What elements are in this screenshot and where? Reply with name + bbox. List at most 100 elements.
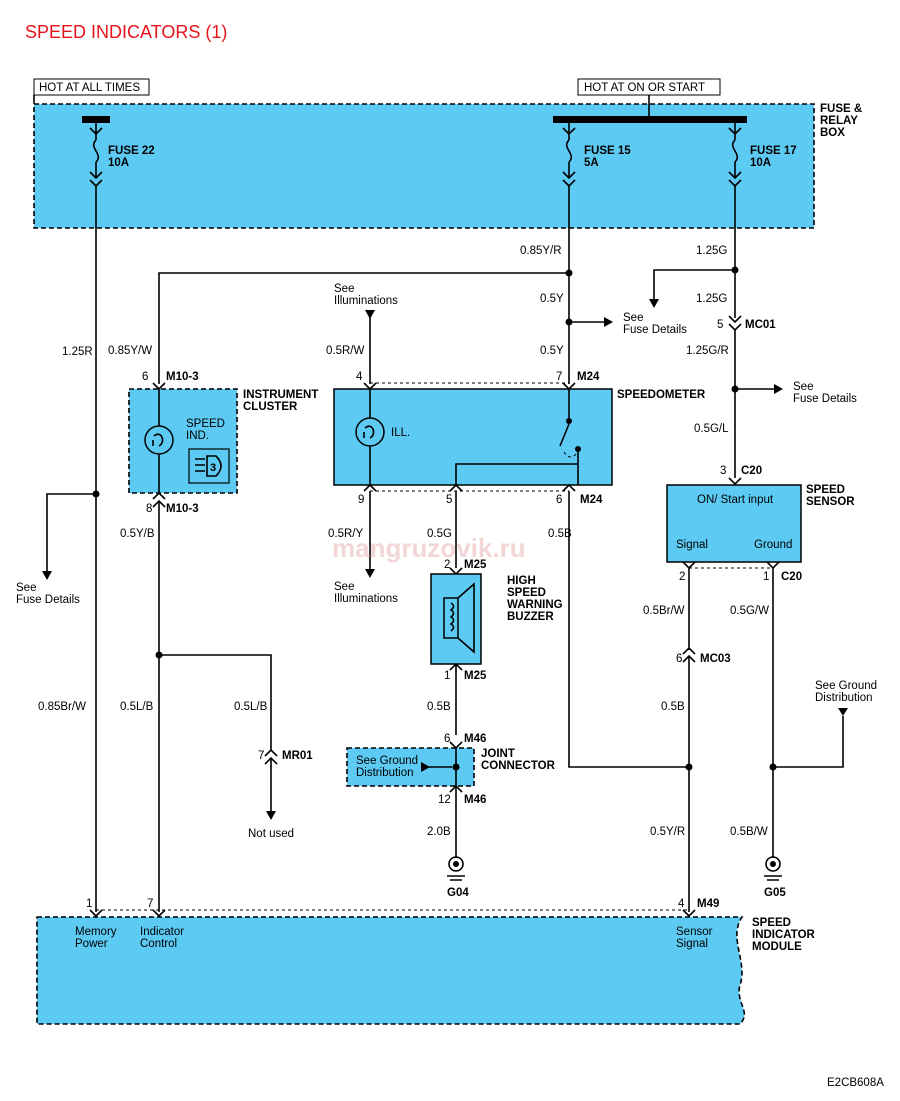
fuse-details-left-2: Fuse Details [16,594,80,606]
connector-c20-bot: C20 [781,571,802,583]
pin-mr01-7: 7 [258,750,264,762]
fuse-details-right-1: See [793,381,813,393]
hot-at-all-times-box [33,78,150,96]
wire-label-0-5b-c: 0.5B [661,701,685,713]
fuse-15-rating: 5A [584,157,599,169]
speed-ind-label-2: IND. [186,430,209,442]
connector-m25-top: M25 [464,559,487,571]
module-label-3: MODULE [752,941,802,953]
connector-m10-3-bot: M10-3 [166,503,199,515]
busbar-hot-at-all-times [82,116,110,123]
instrument-cluster-label-1: INSTRUMENT [243,389,318,401]
wire-label-0-85yr: 0.85Y/R [520,245,562,257]
ill-label: ILL. [391,427,410,439]
pin-m49-4: 4 [678,898,685,910]
joint-label-1: JOINT [481,748,515,760]
ground-g05-label: G05 [764,887,786,899]
connector-mc03: MC03 [700,653,731,665]
see-illum-bot-2: Illuminations [334,593,398,605]
pin-m24-5: 5 [446,494,452,506]
fuse-22-rating: 10A [108,157,129,169]
pin-m25-2: 2 [444,559,450,571]
pin-m24-6: 6 [556,494,562,506]
fuse-box-label-1: FUSE & [820,103,862,115]
hot-at-on-start-label: HOT AT ON OR START [584,82,705,94]
see-illum-bot-1: See [334,581,354,593]
connector-mr01: MR01 [282,750,313,762]
connector-m46-bot: M46 [464,794,486,806]
buzzer-label-3: WARNING [507,599,563,611]
indicator-control-1: Indicator [140,926,184,938]
wire-label-0-5bw: 0.5B/W [730,826,768,838]
speed-sensor-on-start: ON/ Start input [697,494,774,506]
ground-g05 [764,856,782,881]
wire-label-0-5gw: 0.5G/W [730,605,769,617]
wire-label-0-5b-a: 0.5B [548,528,572,540]
wire-label-1-25r: 1.25R [62,346,93,358]
instrument-cluster-label-2: CLUSTER [243,401,298,413]
wire-label-0-5b-b: 0.5B [427,701,451,713]
diagram-title: SPEED INDICATORS (1) [25,22,227,42]
pin-mc01-5: 5 [717,319,723,331]
pin-c20-1: 1 [763,571,769,583]
wire-label-0-5gl: 0.5G/L [694,423,729,435]
buzzer-label-4: BUZZER [507,611,554,623]
fuse-17 [728,123,742,200]
connector-m25-bot: M25 [464,670,487,682]
ground-g04 [447,856,465,881]
wire-label-1-25gr: 1.25G/R [686,345,729,357]
speed-indicator-lamp [144,425,174,455]
pin-m49-7: 7 [147,898,153,910]
fuse-box-label-2: RELAY [820,115,858,127]
connector-m10-3-top: M10-3 [166,371,199,383]
wire-label-0-5g: 0.5G [427,528,452,540]
speed-sensor [666,484,802,563]
connector-m24-top: M24 [577,371,600,383]
wire-label-0-5brw: 0.5Br/W [643,605,685,617]
ground-dist-right-2: Distribution [815,692,873,704]
warning-buzzer [430,573,482,665]
fuse-relay-box [33,103,815,229]
ground-g04-label: G04 [447,887,469,899]
buzzer-speaker-icon [443,582,475,654]
speed-indicator-module [36,916,746,1025]
module-label-1: SPEED [752,917,791,929]
fuse-details-left-1: See [16,582,36,594]
pin-m24-9: 9 [358,494,364,506]
see-illum-top-2: Illuminations [334,295,398,307]
watermark: mangruzovik.ru [332,533,526,563]
wire-label-0-5yb: 0.5Y/B [120,528,155,540]
see-illum-top-1: See [334,283,354,295]
buzzer-label-2: SPEED [507,587,546,599]
memory-power-1: Memory [75,926,117,938]
speedometer-switch [455,389,581,485]
fuse-details-mid-2: Fuse Details [623,324,687,336]
pin-m46-6: 6 [444,733,450,745]
gd-box-1: See Ground [356,755,418,767]
wire-label-1-25g-b: 1.25G [696,293,727,305]
pin-m25-1: 1 [444,670,450,682]
connector-m49: M49 [697,898,719,910]
speed-sensor-ground: Ground [754,539,792,551]
fuse-17-rating: 10A [750,157,771,169]
fuse-22 [89,123,103,200]
wire-label-0-5ry: 0.5R/Y [328,528,363,540]
memory-power-2: Power [75,938,108,950]
wire-label-0-5yr: 0.5Y/R [650,826,685,838]
hot-at-all-times-label: HOT AT ALL TIMES [39,82,140,94]
module-label-2: INDICATOR [752,929,816,941]
wire-label-0-5y-b: 0.5Y [540,345,564,357]
indicator-control-2: Control [140,938,177,950]
speed-sensor-label-2: SENSOR [806,496,855,508]
speed-ind-symbol [188,448,230,484]
speed-ind-label-1: SPEED [186,418,225,430]
speed-ind-number: 3 [210,462,216,474]
fuse-details-mid-1: See [623,312,643,324]
fuse-box-label-3: BOX [820,127,845,139]
wire-label-0-85yw: 0.85Y/W [108,345,152,357]
pin-m46-12: 12 [438,794,451,806]
busbar-hot-at-on-start [553,116,747,123]
illumination-lamp [355,417,385,447]
connector-mc01: MC01 [745,319,776,331]
